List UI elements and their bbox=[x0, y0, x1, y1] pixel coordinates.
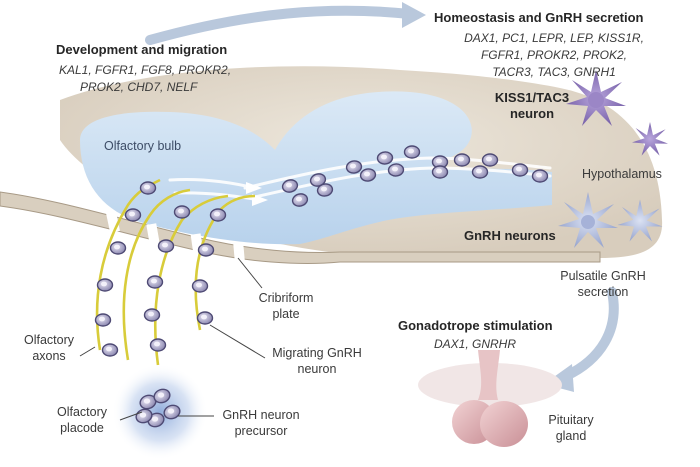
migrating-cell-layer bbox=[94, 145, 549, 357]
migrating-neuron-cell-nucleus bbox=[162, 242, 168, 248]
placode-glow bbox=[112, 364, 208, 460]
placode-cell-group bbox=[135, 388, 181, 428]
migrating-neuron-cell-nucleus bbox=[350, 163, 356, 169]
migrating-label-1: Migrating GnRH bbox=[272, 346, 362, 360]
kiss-label-2: neuron bbox=[509, 106, 555, 121]
migrating-neuron-cell-nucleus bbox=[392, 166, 398, 172]
migrating-neuron-cell-nucleus bbox=[101, 281, 107, 287]
homeostasis-genes-3: TACR3, TAC3, GNRH1 bbox=[492, 65, 616, 79]
olfactory-axons-label-2: axons bbox=[32, 349, 66, 363]
migrating-neuron-cell-nucleus bbox=[99, 316, 105, 322]
migrating-neuron-cell-nucleus bbox=[436, 158, 442, 164]
cribriform-label-2: plate bbox=[272, 307, 300, 321]
homeostasis-genes-1: DAX1, PC1, LEPR, LEP, KISS1R, bbox=[464, 31, 644, 45]
migrating-neuron-cell-nucleus bbox=[144, 184, 150, 190]
gonadotrope-heading: Gonadotrope stimulation bbox=[398, 318, 553, 333]
placode-label-1: Olfactory bbox=[56, 405, 107, 419]
development-genes-1: KAL1, FGFR1, FGF8, PROKR2, bbox=[59, 63, 232, 77]
precursor-cell-nucleus bbox=[151, 416, 159, 422]
development-heading: Development and migration bbox=[56, 42, 228, 57]
olfactory-bulb-label: Olfactory bulb bbox=[104, 139, 182, 153]
migrating-neuron-cell-nucleus bbox=[381, 154, 387, 160]
migrating-label-2: neuron bbox=[297, 362, 337, 376]
migrating-neuron-cell-nucleus bbox=[201, 314, 207, 320]
migrating-neuron-cell-nucleus bbox=[178, 208, 184, 214]
migrating-neuron-cell-nucleus bbox=[516, 166, 522, 172]
development-genes-2: PROK2, CHD7, NELF bbox=[80, 80, 198, 94]
migrating-neuron-cell-nucleus bbox=[196, 282, 202, 288]
precursor-cell-nucleus bbox=[157, 392, 165, 398]
pituitary-gland-shape bbox=[418, 350, 562, 447]
pituitary-label-1: Pituitary bbox=[548, 413, 594, 427]
migrating-neuron-cell-nucleus bbox=[106, 346, 112, 352]
cribriform-gaps bbox=[106, 211, 245, 262]
migrating-neuron-cell-nucleus bbox=[321, 186, 327, 192]
cribriform-label-1: Cribriform bbox=[258, 291, 314, 305]
placode-label-2: placode bbox=[60, 421, 104, 435]
migrating-neuron-cell-nucleus bbox=[214, 211, 220, 217]
precursor-cell-nucleus bbox=[167, 408, 175, 414]
kiss1-neuron-cells bbox=[566, 70, 668, 156]
gonadotrope-genes: DAX1, GNRHR bbox=[434, 337, 517, 351]
gnrh-neuron-cells bbox=[558, 192, 663, 248]
migrating-neuron-cell-nucleus bbox=[536, 172, 542, 178]
migrating-neuron-cell-nucleus bbox=[486, 156, 492, 162]
migrating-neuron-cell-nucleus bbox=[114, 244, 120, 250]
migrating-neuron-cell-nucleus bbox=[151, 278, 157, 284]
migrating-neuron-cell-nucleus bbox=[314, 176, 320, 182]
migration-arrow-head-1 bbox=[246, 182, 262, 194]
migrating-neuron-cell-nucleus bbox=[364, 171, 370, 177]
migrating-neuron-cell-nucleus bbox=[458, 156, 464, 162]
migrating-neuron-cell-nucleus bbox=[296, 196, 302, 202]
homeostasis-genes-2: FGFR1, PROKR2, PROK2, bbox=[480, 48, 628, 62]
secretion-arrow bbox=[561, 287, 619, 381]
hypothalamus-label: Hypothalamus bbox=[582, 167, 662, 181]
homeostasis-arrow bbox=[145, 5, 415, 45]
migrating-neuron-cell-nucleus bbox=[148, 311, 154, 317]
precursor-cell-nucleus bbox=[139, 412, 147, 418]
gnrh-neurons-label: GnRH neurons bbox=[464, 228, 556, 243]
migrating-neuron-cell-nucleus bbox=[408, 148, 414, 154]
migrating-neuron-cell-nucleus bbox=[129, 211, 135, 217]
kiss-label-1: KISS1/TAC3 bbox=[494, 90, 570, 105]
pulsatile-label-2: secretion bbox=[577, 285, 629, 299]
precursor-label-2: precursor bbox=[234, 424, 288, 438]
precursor-cell-nucleus bbox=[143, 398, 151, 404]
olfactory-axons-label-1: Olfactory bbox=[23, 333, 74, 347]
migrating-neuron-cell-nucleus bbox=[154, 341, 160, 347]
homeostasis-heading: Homeostasis and GnRH secretion bbox=[434, 10, 644, 25]
leader-lines bbox=[79, 257, 266, 421]
migrating-neuron-cell-nucleus bbox=[286, 182, 292, 188]
migrating-neuron-cell-nucleus bbox=[476, 168, 482, 174]
migration-arrow-head-2 bbox=[252, 194, 268, 206]
pulsatile-label-1: Pulsatile GnRH bbox=[560, 269, 646, 283]
migrating-neuron-cell-nucleus bbox=[436, 168, 442, 174]
migrating-neuron-cell-nucleus bbox=[202, 246, 208, 252]
pituitary-label-2: gland bbox=[555, 429, 587, 443]
homeostasis-arrow-head bbox=[402, 2, 426, 28]
precursor-label-1: GnRH neuron bbox=[222, 408, 300, 422]
